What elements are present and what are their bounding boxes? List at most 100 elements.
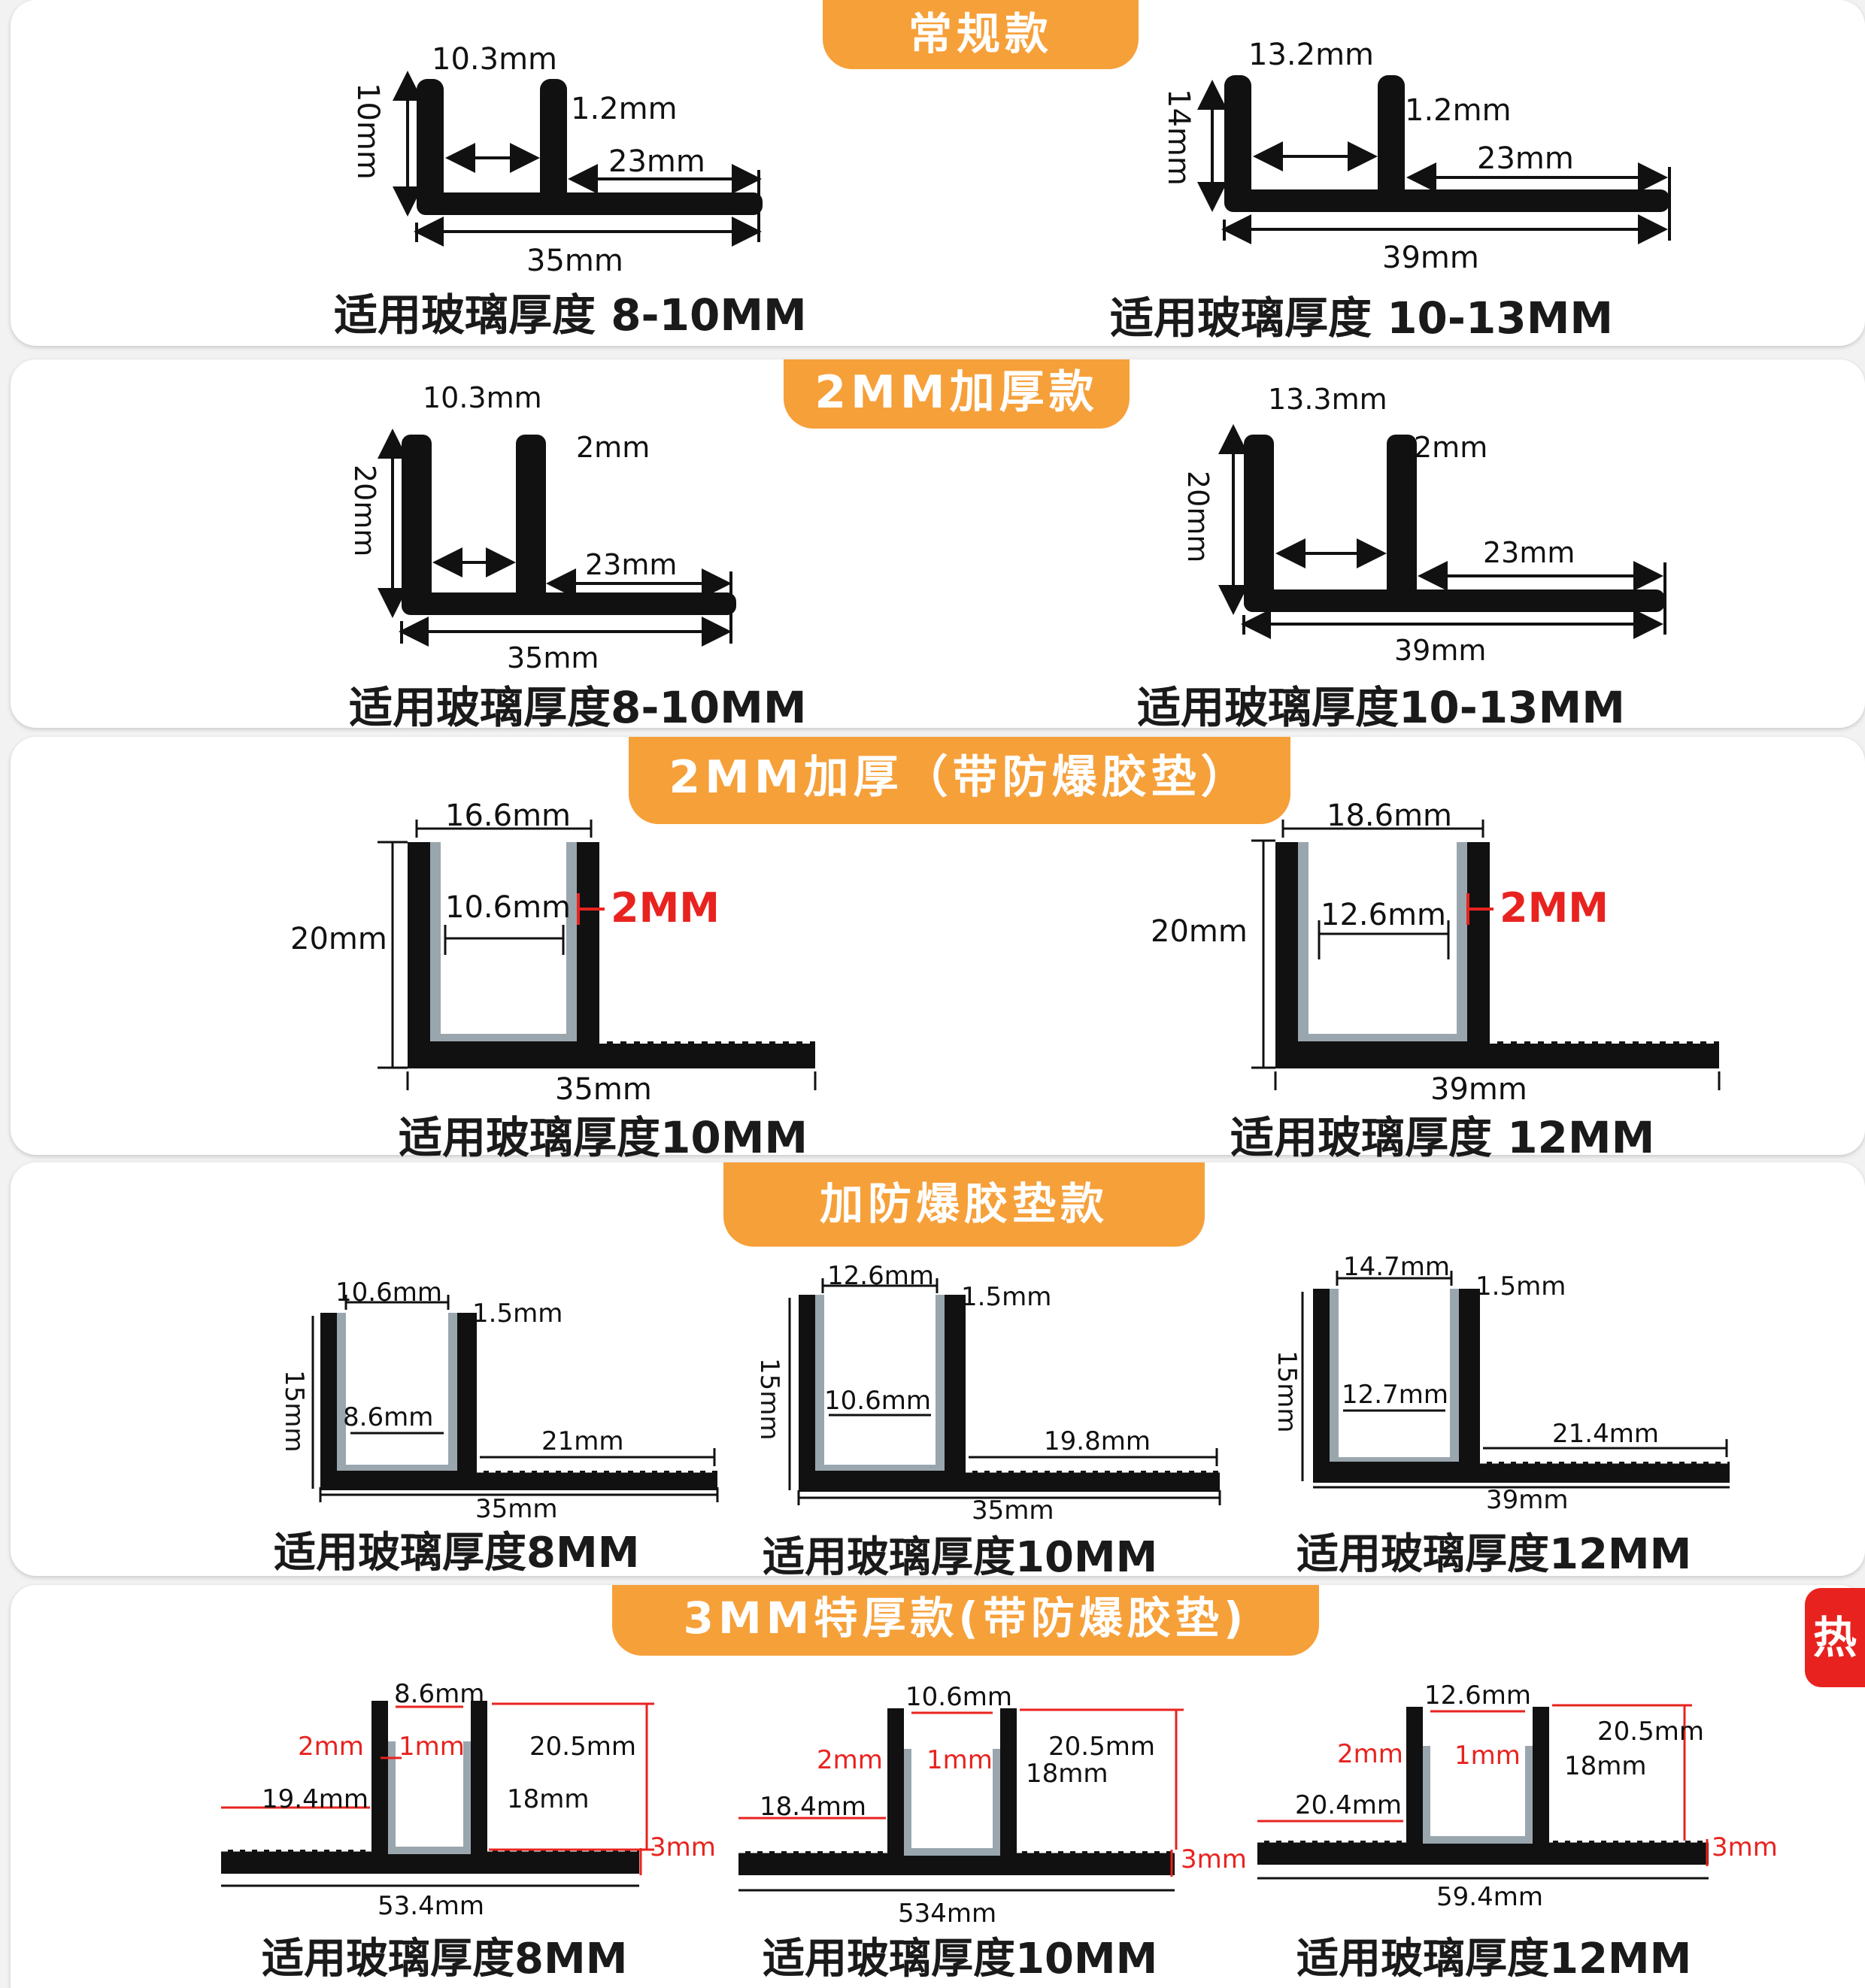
profile-shape	[408, 842, 815, 1068]
dim-total: 35mm	[507, 641, 599, 674]
dim-inner-height: 18mm	[1564, 1751, 1647, 1781]
dim-outer: 14.7mm	[1343, 1252, 1450, 1282]
profile-shape	[221, 1701, 639, 1874]
dim-thickness: 1.2mm	[1405, 93, 1512, 128]
dim-tall: 20.5mm	[529, 1732, 636, 1762]
caption: 适用玻璃厚度10MM	[763, 1935, 1158, 1983]
dim-outer: 16.6mm	[445, 799, 571, 833]
diagram-2mm-thick: 10.3mm 2mm 20mm 23mm 35mm 13.3mm 2mm 20m…	[348, 381, 1666, 674]
dim-flange: 23mm	[585, 548, 677, 581]
caption: 适用玻璃厚度8-10MM	[349, 682, 807, 733]
dim-base: 3mm	[1181, 1844, 1247, 1874]
profile-shape	[402, 435, 736, 615]
profile-shape	[320, 1313, 717, 1490]
dim-outer: 10.6mm	[335, 1277, 442, 1308]
panel-gasket: 加防爆胶垫款 10.6mm 1.5mm 8.6mm 15mm 21mm 35mm	[11, 1162, 1865, 1582]
dim-gasket: 1mm	[399, 1732, 465, 1762]
caption: 适用玻璃厚度12MM	[1296, 1935, 1692, 1983]
caption: 适用玻璃厚度10MM	[763, 1533, 1158, 1582]
section-title: 3MM特厚款(带防爆胶垫)	[612, 1585, 1319, 1656]
dim-height: 20mm	[348, 465, 381, 556]
dim-tall: 20.5mm	[1597, 1717, 1704, 1747]
section-title: 加防爆胶垫款	[723, 1162, 1205, 1247]
dim-total: 39mm	[1382, 241, 1479, 275]
dim-height: 20mm	[1151, 914, 1248, 949]
dim-inner-height: 18mm	[507, 1784, 590, 1814]
caption: 适用玻璃厚度8MM	[274, 1529, 640, 1577]
dim-thickness: 2MM	[1500, 884, 1609, 932]
dim-height: 14mm	[1161, 89, 1196, 186]
caption: 适用玻璃厚度10MM	[399, 1112, 808, 1163]
dim-flange: 23mm	[1483, 536, 1575, 569]
dim-thickness: 2MM	[611, 884, 720, 932]
dim-thickness: 1.5mm	[1475, 1271, 1566, 1302]
dim-gasket: 1mm	[926, 1745, 993, 1775]
diagram-regular: 10.3mm 1.2mm 10mm 23mm 35mm 13.2mm 1.2mm…	[350, 38, 1671, 278]
dim-total: 39mm	[1486, 1485, 1569, 1515]
dim-total: 35mm	[475, 1494, 558, 1524]
caption: 适用玻璃厚度 8-10MM	[334, 289, 807, 341]
dim-width: 10.3mm	[432, 42, 557, 77]
dim-inner: 10.6mm	[905, 1682, 1012, 1712]
panel-2mm-gasket: 2MM加厚（带防爆胶垫） 16.6mm 10.6mm 2MM 20mm 35mm	[11, 737, 1865, 1163]
dim-inner: 8.6mm	[394, 1679, 484, 1709]
dim-outer: 18.6mm	[1327, 799, 1452, 833]
diagram-gasket: 10.6mm 1.5mm 8.6mm 15mm 21mm 35mm 12.6mm…	[279, 1252, 1730, 1526]
dim-height: 15mm	[279, 1370, 309, 1453]
dim-inner: 10.6mm	[445, 890, 571, 925]
profile-shape	[1244, 435, 1665, 612]
dim-left: 18.4mm	[760, 1792, 866, 1822]
caption: 适用玻璃厚度8MM	[262, 1935, 628, 1983]
profile-shape	[417, 79, 763, 215]
dim-left: 20.4mm	[1295, 1790, 1402, 1820]
dim-total: 534mm	[898, 1899, 996, 1929]
dim-flange: 23mm	[1477, 141, 1574, 176]
caption: 适用玻璃厚度 10-13MM	[1110, 292, 1614, 344]
dim-wall: 2mm	[298, 1732, 364, 1762]
dim-inner: 12.7mm	[1342, 1380, 1448, 1410]
dim-outer: 12.6mm	[827, 1261, 934, 1291]
section-title: 常规款	[823, 0, 1139, 69]
dim-total: 59.4mm	[1436, 1882, 1543, 1912]
dim-left: 19.4mm	[262, 1784, 368, 1814]
dim-inner: 12.6mm	[1424, 1680, 1531, 1711]
dim-total: 35mm	[555, 1072, 652, 1107]
panel-2mm-thick: 2MM加厚款 10.3mm 2mm 20mm 23mm 35mm	[11, 359, 1865, 733]
dim-flange: 19.8mm	[1044, 1426, 1151, 1456]
hot-badge: 热	[1805, 1588, 1865, 1687]
panel-3mm-extra: 3MM特厚款(带防爆胶垫) 热 8.6mm 2mm 1mm 20.5mm 18m…	[11, 1585, 1865, 1988]
dim-base: 3mm	[1712, 1832, 1778, 1862]
dim-total: 35mm	[526, 244, 623, 278]
dim-thickness: 2mm	[1414, 431, 1487, 464]
profile-shape	[1313, 1289, 1730, 1483]
profile-shape	[799, 1295, 1220, 1492]
dim-total: 39mm	[1394, 634, 1486, 667]
dim-total: 53.4mm	[378, 1891, 484, 1921]
dim-height: 20mm	[1181, 471, 1215, 562]
profile-shape	[1257, 1707, 1709, 1865]
dim-flange: 21mm	[541, 1426, 624, 1456]
dim-width: 10.3mm	[423, 381, 542, 414]
section-title: 2MM加厚（带防爆胶垫）	[629, 737, 1290, 824]
dim-total: 39mm	[1430, 1072, 1527, 1107]
dim-height: 15mm	[754, 1358, 784, 1441]
dim-inner: 8.6mm	[343, 1402, 433, 1432]
dim-gasket: 1mm	[1454, 1741, 1521, 1771]
profile-shape	[738, 1708, 1175, 1875]
dim-height: 20mm	[290, 922, 387, 956]
profile-shape	[1224, 75, 1669, 212]
dim-inner: 12.6mm	[1321, 898, 1446, 932]
caption: 适用玻璃厚度10-13MM	[1137, 682, 1625, 733]
dim-thickness: 1.5mm	[961, 1282, 1051, 1312]
dim-wall: 2mm	[1337, 1739, 1403, 1769]
diagram-3mm-extra: 8.6mm 2mm 1mm 20.5mm 18mm 19.4mm 3mm 53.…	[221, 1679, 1778, 1929]
dim-inner-height: 18mm	[1026, 1759, 1108, 1789]
dim-base: 3mm	[650, 1832, 716, 1862]
dim-inner: 10.6mm	[824, 1386, 931, 1416]
dim-width: 13.2mm	[1248, 38, 1374, 72]
caption: 适用玻璃厚度 12MM	[1230, 1112, 1655, 1163]
panel-regular: 常规款 10.3mm 1.2mm 10mm 23mm 35mm	[11, 0, 1865, 346]
dim-total: 35mm	[972, 1496, 1054, 1526]
dim-wall: 2mm	[817, 1745, 883, 1775]
dim-width: 13.3mm	[1268, 383, 1387, 416]
